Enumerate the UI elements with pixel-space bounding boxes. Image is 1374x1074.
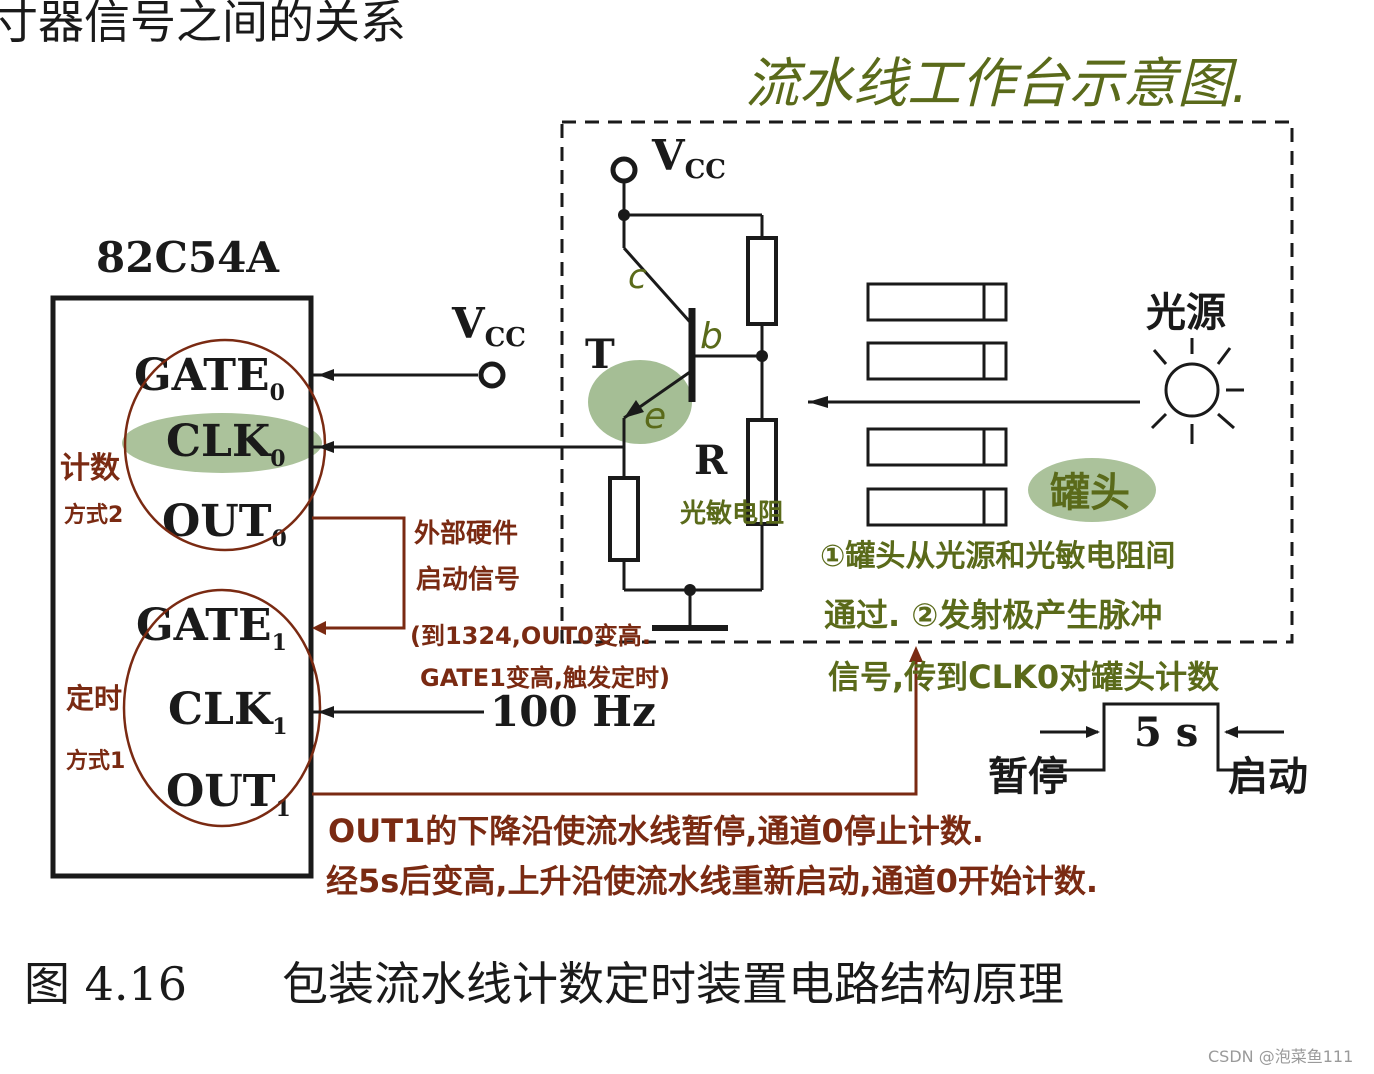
vcc-gate-label: VCC — [451, 299, 526, 353]
resistor-emitter — [608, 476, 640, 562]
clk0-arrow — [318, 441, 334, 453]
pause-label: 暂停 — [988, 753, 1068, 800]
transistor-label: T — [585, 331, 615, 378]
collector-label: c — [628, 257, 647, 297]
count-mode-2: 方式2 — [64, 502, 123, 528]
timing-label: 5 s — [1134, 709, 1198, 756]
pin-out1: OUT1 — [166, 766, 291, 822]
workstation-box — [560, 120, 1294, 644]
hand-title: 流水线工作台示意图. — [745, 52, 1248, 115]
base-label: b — [700, 316, 723, 357]
external-note-1: 外部硬件 — [414, 519, 518, 549]
vcc-main-label: VCC — [651, 131, 726, 185]
green-note-1: ①罐头从光源和光敏电阻间 — [820, 539, 1175, 574]
can-note: 罐头 — [1050, 470, 1130, 516]
can-bottom-2 — [866, 487, 1008, 527]
timer-mode-2: 方式1 — [66, 748, 125, 774]
pin-gate0: GATE0 — [134, 350, 285, 406]
pin-gate1: GATE1 — [136, 600, 287, 656]
green-note-3: 信号,传到CLK0对罐头计数 — [828, 658, 1220, 696]
can-top-1 — [866, 282, 1008, 322]
green-note-2: 通过. ②发射极产生脉冲 — [824, 596, 1162, 634]
can-highlight — [1028, 458, 1156, 522]
emitter-highlight — [588, 360, 692, 444]
watermark: CSDN @泡菜鱼111 — [1208, 1047, 1353, 1066]
gate0-arrow — [318, 369, 334, 381]
resistor-top — [746, 236, 778, 326]
pin-clk0: CLK0 — [166, 416, 286, 472]
chip-name: 82C54A — [96, 233, 280, 282]
emitter-label: e — [644, 396, 666, 437]
pin-out0: OUT0 — [162, 496, 287, 552]
count-mode-1: 计数 — [60, 451, 121, 486]
vcc-main-terminal — [610, 156, 638, 184]
resistor-label: R — [694, 437, 728, 484]
bottom-note-1: OUT1的下降沿使流水线暂停,通道0停止计数. — [328, 812, 984, 850]
external-note-2: 启动信号 — [416, 564, 520, 595]
external-note-4: GATE1变高,触发定时) — [420, 664, 670, 692]
counter1-oval — [122, 588, 322, 828]
clk0-highlight — [122, 413, 322, 473]
bottom-note-2: 经5s后变高,上升沿使流水线重新启动,通道0开始计数. — [326, 862, 1098, 900]
figure-number: 图 4.16 — [24, 957, 187, 1011]
can-top-2 — [866, 341, 1008, 381]
light-source-label: 光源 — [1146, 289, 1226, 336]
pin-clk1: CLK1 — [168, 684, 288, 740]
light-source-icon — [1150, 338, 1244, 444]
figure-caption: 包装流水线计数定时装置电路结构原理 — [282, 957, 1064, 1011]
freq-label: 100 Hz — [490, 687, 656, 736]
timer-mode-1: 定时 — [66, 682, 122, 715]
clk1-arrow — [318, 706, 334, 718]
emitter-arrow — [624, 400, 644, 418]
top-title: 寸器信号之间的关系 — [0, 0, 406, 49]
external-note-3: (到1324,OUT0变高. — [410, 622, 651, 650]
vcc-gate-terminal — [478, 361, 506, 389]
start-label: 启动 — [1228, 753, 1308, 800]
can-bottom-1 — [866, 427, 1008, 467]
chip-body — [50, 295, 314, 879]
photoresistor-note: 光敏电阻 — [679, 499, 784, 529]
